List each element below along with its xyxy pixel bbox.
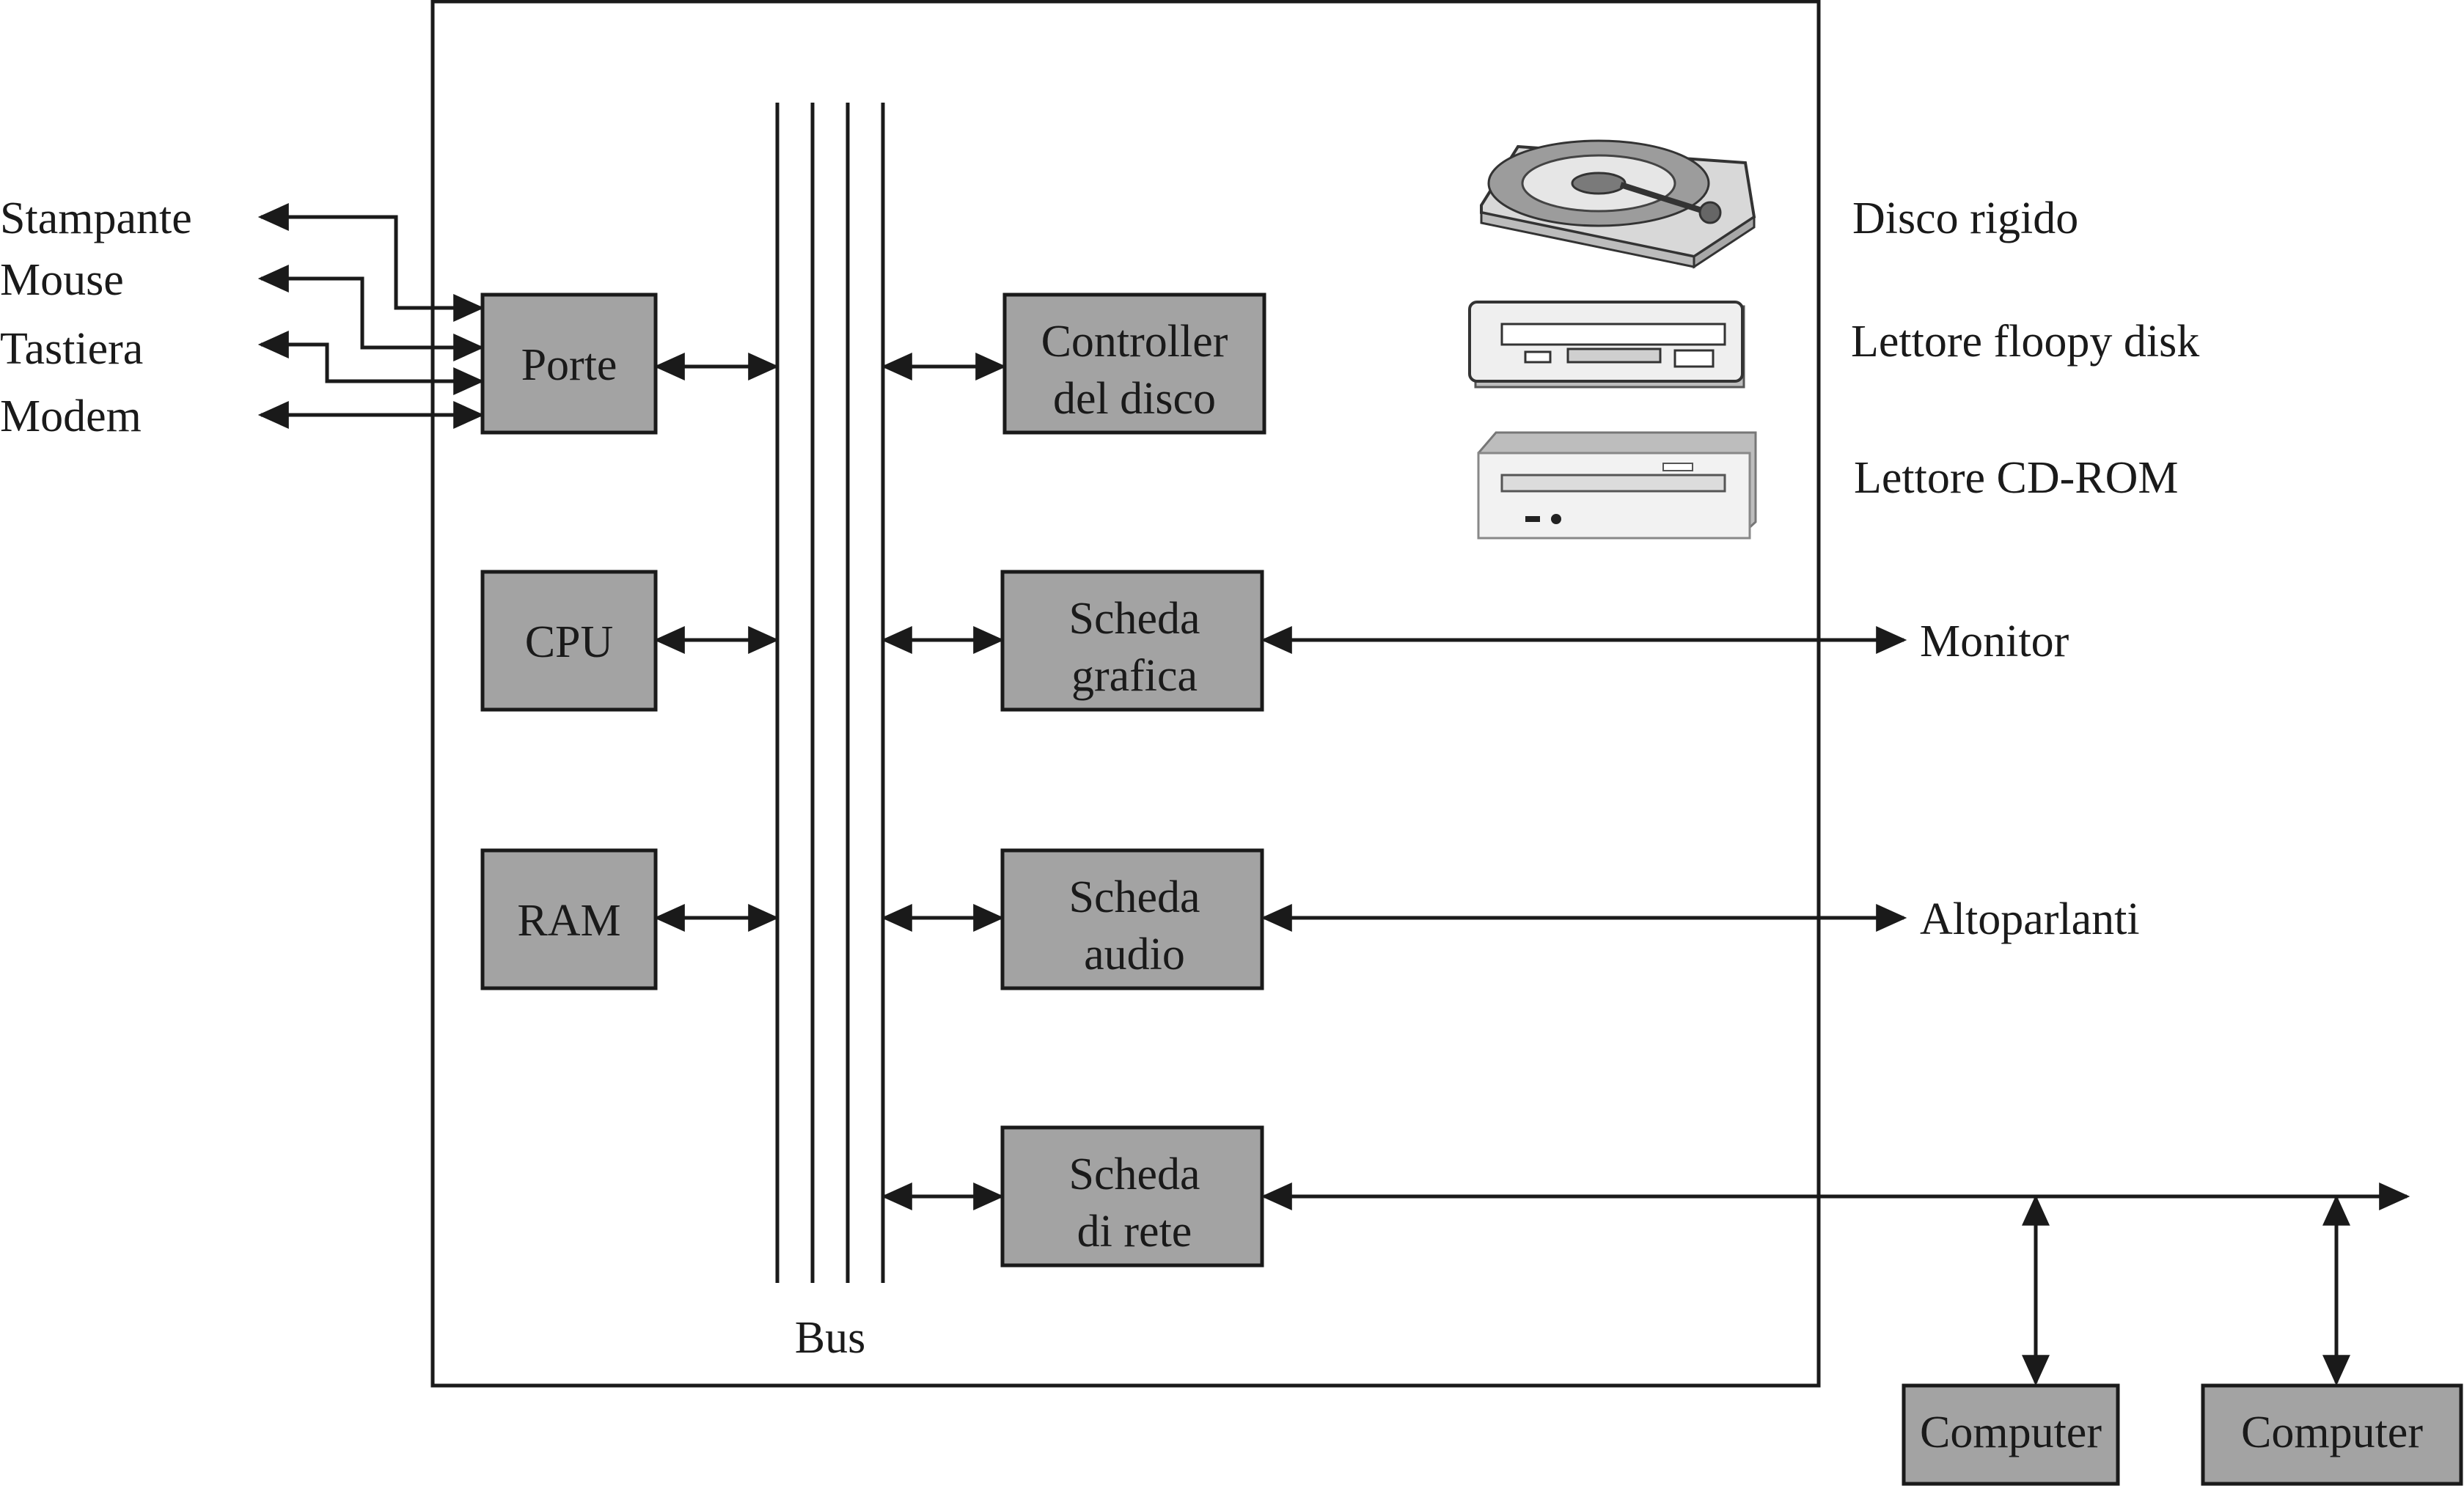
porte-label: Porte bbox=[521, 340, 617, 390]
cdrom-drive-icon bbox=[1477, 431, 1757, 540]
peripheral-mouse: Mouse bbox=[0, 255, 124, 305]
controller-box: Controller del disco bbox=[1002, 293, 1266, 435]
scheda-rete-label-line1: Scheda bbox=[1068, 1150, 1200, 1199]
bus-label: Bus bbox=[795, 1313, 865, 1363]
network-computer-1: Computer bbox=[1902, 1383, 2120, 1486]
scheda-rete-box: Scheda di rete bbox=[1000, 1125, 1264, 1268]
computer-2-label: Computer bbox=[2241, 1408, 2423, 1457]
ram-box: RAM bbox=[480, 848, 658, 990]
scheda-grafica-box: Scheda grafica bbox=[1000, 570, 1264, 712]
porte-box: Porte bbox=[480, 293, 658, 435]
peripheral-stampante: Stampante bbox=[0, 194, 192, 243]
tastiera-arrow bbox=[257, 331, 485, 395]
cpu-label: CPU bbox=[525, 617, 614, 667]
bus bbox=[775, 103, 885, 1283]
disco-rigido-label: Disco rigido bbox=[1852, 194, 2078, 243]
peripheral-modem: Modem bbox=[0, 391, 142, 441]
altoparlanti-label: Altoparlanti bbox=[1920, 894, 2140, 944]
scheda-grafica-label-line2: grafica bbox=[1071, 651, 1198, 701]
monitor-label: Monitor bbox=[1920, 617, 2069, 666]
floppy-drive-icon bbox=[1468, 301, 1745, 389]
scheda-audio-label-line1: Scheda bbox=[1068, 872, 1200, 922]
cdrom-label: Lettore CD-ROM bbox=[1854, 453, 2179, 503]
computer-enclosure bbox=[430, 0, 1821, 1388]
network-computer-2: Computer bbox=[2201, 1383, 2463, 1486]
stampante-arrow bbox=[257, 203, 485, 322]
scheda-grafica-label-line1: Scheda bbox=[1068, 594, 1200, 644]
peripheral-tastiera: Tastiera bbox=[0, 324, 143, 374]
hard-disk-icon bbox=[1480, 139, 1756, 269]
scheda-audio-box: Scheda audio bbox=[1000, 848, 1264, 990]
cpu-box: CPU bbox=[480, 570, 658, 712]
controller-label-line2: del disco bbox=[1053, 374, 1216, 424]
computer-1-label: Computer bbox=[1920, 1408, 2102, 1457]
controller-label-line1: Controller bbox=[1041, 317, 1228, 367]
ram-label: RAM bbox=[517, 896, 620, 946]
floppy-label: Lettore floopy disk bbox=[1851, 317, 2199, 367]
scheda-audio-label-line2: audio bbox=[1084, 930, 1185, 979]
scheda-rete-label-line2: di rete bbox=[1077, 1207, 1192, 1257]
mouse-arrow bbox=[257, 265, 485, 361]
